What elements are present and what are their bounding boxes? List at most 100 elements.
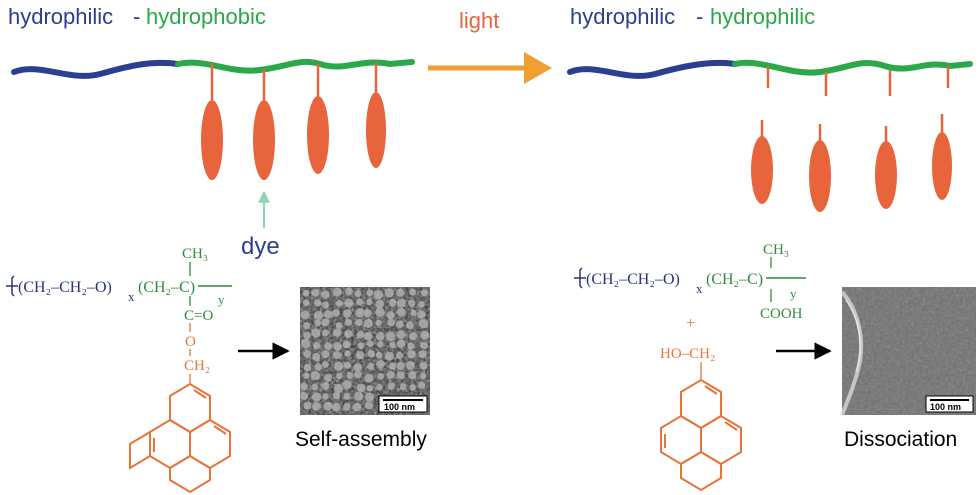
nanoparticle xyxy=(375,307,385,317)
light-label: light xyxy=(459,8,499,33)
nanoparticle xyxy=(421,289,428,296)
nanoparticle xyxy=(356,298,363,305)
nanoparticle xyxy=(386,332,395,341)
methylene-group: CH₂ xyxy=(184,358,210,374)
nanoparticle xyxy=(321,318,329,326)
nanoparticle xyxy=(354,290,361,297)
nanoparticle xyxy=(315,363,323,371)
nanoparticle xyxy=(311,371,320,380)
nanoparticle xyxy=(344,350,351,357)
nanoparticle xyxy=(343,341,351,349)
nanoparticle xyxy=(366,289,373,296)
nanoparticle xyxy=(322,393,329,400)
nanoparticle xyxy=(356,351,364,359)
nanoparticle xyxy=(336,373,343,380)
nanoparticle xyxy=(364,319,373,328)
nanoparticle xyxy=(343,309,352,318)
dye-label: dye xyxy=(241,233,280,260)
nanoparticle xyxy=(387,311,395,319)
nanoparticle xyxy=(322,329,329,336)
nanoparticle xyxy=(365,393,374,402)
nanoparticle xyxy=(364,309,372,317)
nanoparticle xyxy=(387,371,395,379)
nanoparticle xyxy=(312,289,320,297)
nanoparticle xyxy=(333,342,342,351)
nanoparticle xyxy=(410,384,416,390)
nanoparticle xyxy=(343,403,350,410)
nanoparticle xyxy=(312,353,320,361)
nanoparticle xyxy=(336,322,343,329)
ester-oxygen: O xyxy=(185,334,196,350)
hydrophilic-block-chain-right xyxy=(570,63,735,76)
nanoparticle xyxy=(376,360,385,369)
nanoparticle xyxy=(407,342,414,349)
nanoparticle xyxy=(344,362,351,369)
methacrylate-subscript-right: y xyxy=(790,286,797,301)
sem-image-self-assembly: 100 nm xyxy=(300,287,430,415)
nanoparticle xyxy=(385,288,394,297)
nanoparticle xyxy=(389,363,396,370)
nanoparticle xyxy=(376,384,383,391)
nanoparticle xyxy=(389,342,396,349)
nanoparticle xyxy=(418,350,426,358)
peg-backbone-right: (CH₂–CH₂–O) xyxy=(586,271,680,288)
nanoparticle xyxy=(312,402,321,411)
methacrylate-subscript: y xyxy=(218,292,225,307)
nanoparticle xyxy=(355,308,364,317)
hydroxymethyl-group: HO–CH₂ xyxy=(660,346,715,362)
methyl-group-right: CH₃ xyxy=(763,242,789,258)
nanoparticle xyxy=(354,392,363,401)
nanoparticle xyxy=(397,299,406,308)
peg-subscript: x xyxy=(128,289,135,304)
chemical-structure-left: (CH₂–CH₂–O) x (CH₂–C) y CH₃ C=O O CH₂ xyxy=(6,246,232,384)
nanoparticle xyxy=(376,332,385,341)
nanoparticle xyxy=(314,299,322,307)
nanoparticle xyxy=(324,342,332,350)
nanoparticle xyxy=(311,384,318,391)
nanoparticle xyxy=(311,328,320,337)
nanoparticle xyxy=(419,319,428,328)
nanoparticle xyxy=(409,332,417,340)
nanoparticle xyxy=(367,363,374,370)
nanoparticle xyxy=(355,319,363,327)
nanoparticle xyxy=(336,300,343,307)
nanoparticle xyxy=(333,392,340,399)
methyl-group: CH₃ xyxy=(182,246,208,262)
nanoparticle xyxy=(332,309,340,317)
nanoparticle xyxy=(396,320,404,328)
methacrylate-backbone-right: (CH₂–C) xyxy=(706,271,763,288)
nanoparticle xyxy=(397,371,405,379)
label-hydrophilic: hydrophilic xyxy=(8,4,113,29)
dye-pendants-left xyxy=(201,63,386,180)
hydrophilic-block-chain-right-2 xyxy=(735,63,970,73)
nanoparticle xyxy=(406,361,415,370)
nanoparticle xyxy=(418,381,425,388)
nanoparticle xyxy=(304,364,312,372)
nanoparticle xyxy=(303,322,310,329)
label-hydrophilic-right-1: hydrophilic xyxy=(570,4,675,29)
nanoparticle xyxy=(397,339,406,348)
nanoparticle xyxy=(321,290,329,298)
nanoparticle xyxy=(397,330,406,339)
nanoparticle xyxy=(312,392,321,401)
nanoparticle xyxy=(333,329,341,337)
nanoparticle xyxy=(315,320,322,327)
nanoparticle xyxy=(324,402,333,411)
nanoparticle xyxy=(407,350,416,359)
nanoparticle xyxy=(343,380,352,389)
nanoparticle xyxy=(396,352,403,359)
nanoparticle xyxy=(334,384,343,393)
nanoparticle xyxy=(420,373,427,380)
nanoparticle xyxy=(346,372,353,379)
nanoparticle xyxy=(367,340,374,347)
scale-bar-left: 100 nm xyxy=(384,402,415,412)
nanoparticle xyxy=(388,382,395,389)
label-hydrophilic-right-2: hydrophilic xyxy=(710,4,815,29)
nanoparticle xyxy=(354,371,362,379)
nanoparticle xyxy=(418,301,425,308)
nanoparticle xyxy=(333,351,341,359)
cleaved-dyes-right xyxy=(751,66,952,212)
nanoparticle xyxy=(304,350,312,358)
nanoparticle xyxy=(303,299,310,306)
nanoparticle xyxy=(388,319,396,327)
